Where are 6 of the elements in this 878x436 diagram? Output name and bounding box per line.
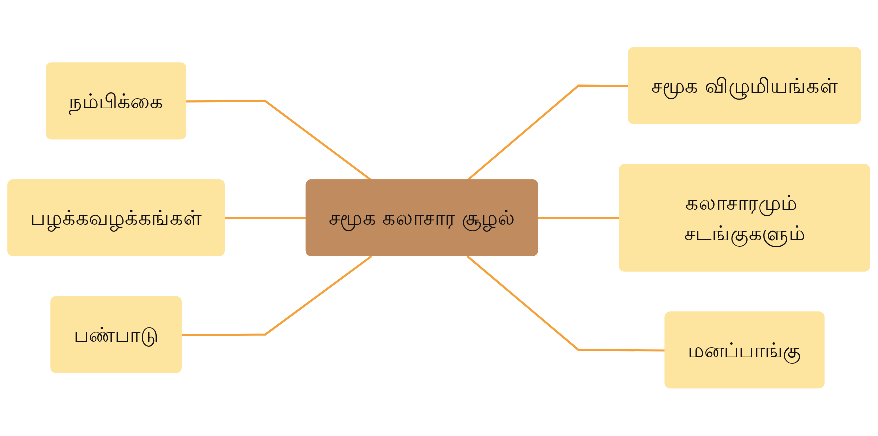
connector xyxy=(186,100,372,182)
connector xyxy=(466,84,630,182)
connector xyxy=(538,216,620,220)
connector xyxy=(224,216,307,220)
connector xyxy=(182,256,372,336)
connector xyxy=(466,256,666,352)
